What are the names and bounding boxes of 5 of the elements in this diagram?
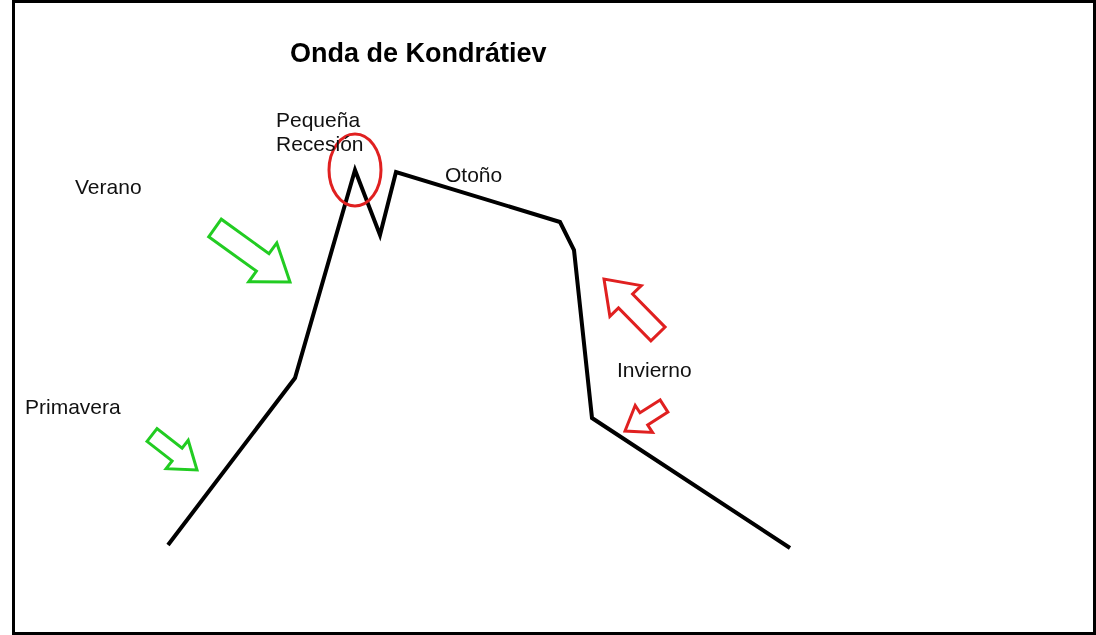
- phase-label: Otoño: [445, 163, 503, 187]
- phase-label: Verano: [75, 175, 142, 199]
- phase-label: Invierno: [617, 358, 692, 382]
- diagram-title: Onda de Kondrátiev: [290, 38, 547, 69]
- phase-label: Primavera: [25, 395, 121, 419]
